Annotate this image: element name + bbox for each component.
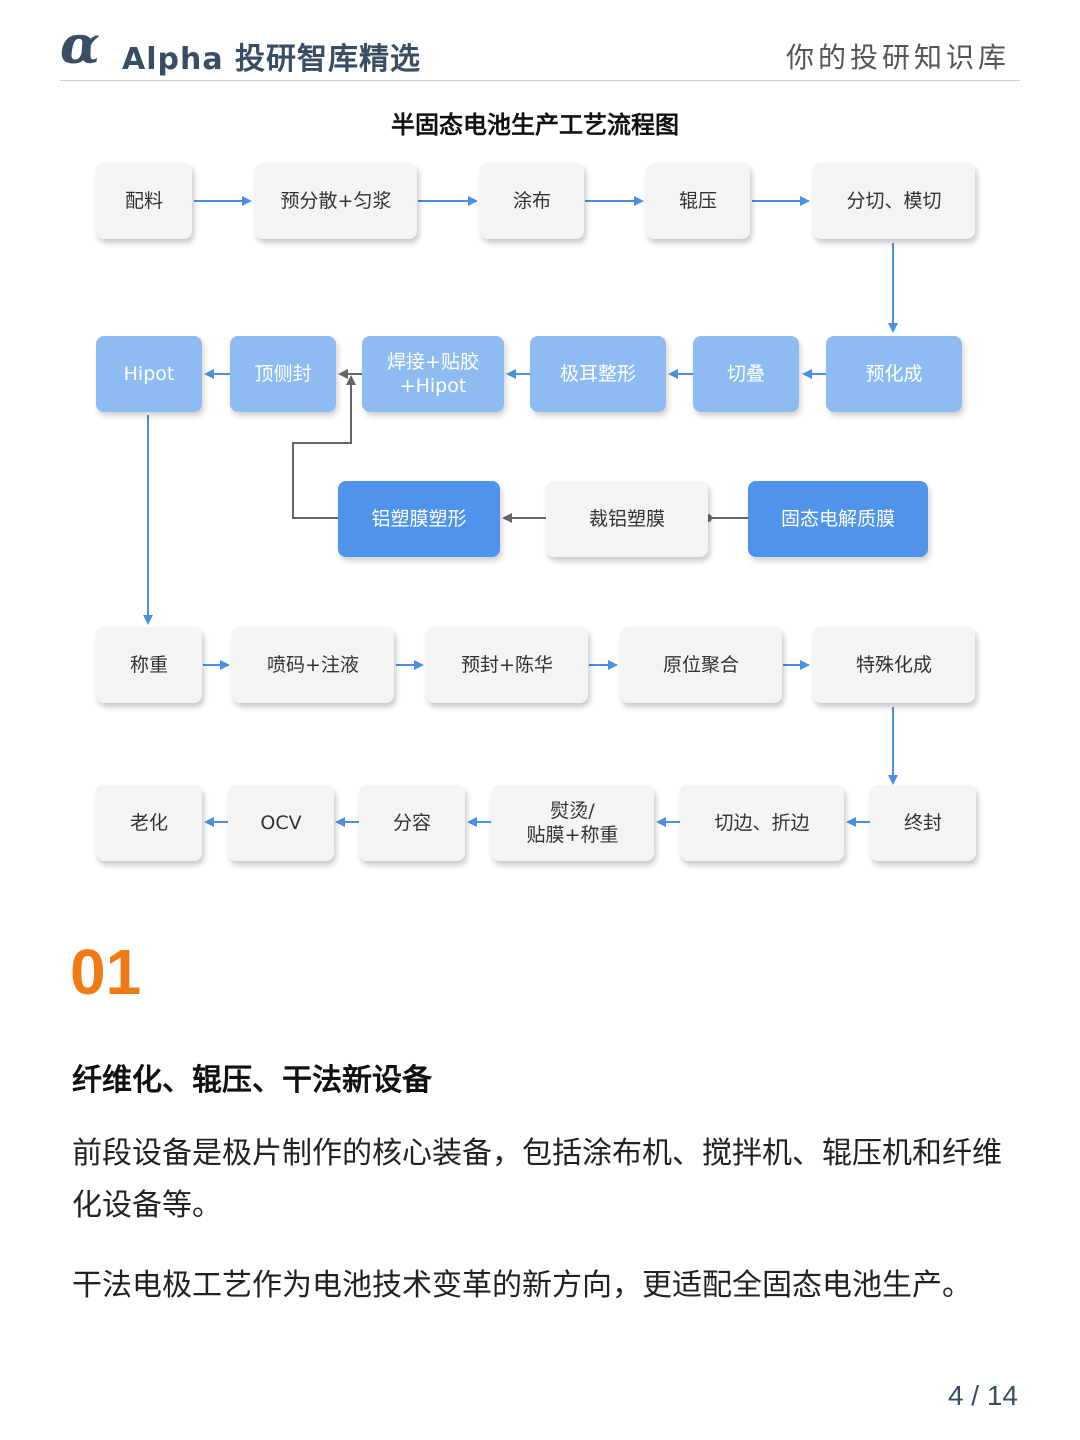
node-fenrong: 分容 [359,785,465,861]
node-teshu-huacheng: 特殊化成 [813,627,975,703]
process-flow-diagram: 半固态电池生产工艺流程图 [0,95,1080,895]
tagline: 你的投研知识库 [785,41,1010,74]
paragraph-1: 前段设备是极片制作的核心装备，包括涂布机、搅拌机、辊压机和纤维化设备等。 [72,1136,1002,1223]
arrow-r3-up [292,375,356,519]
node-yuhuacheng: 预化成 [826,336,962,412]
page-header: α Alpha 投研智库精选 你的投研知识库 [60,18,1020,81]
node-yufeng: 预封+陈华 [426,627,588,703]
node-ocv: OCV [228,785,334,861]
section-title: 纤维化、辊压、干法新设备 [72,1063,432,1098]
node-jier: 极耳整形 [530,336,666,412]
paragraph-2: 干法电极工艺作为电池技术变革的新方向，更适配全固态电池生产。 [72,1268,972,1303]
node-chengzhong: 称重 [96,627,202,703]
node-hanjie: 焊接+贴胶 +Hipot [362,336,504,412]
node-qiebian: 切边、折边 [680,785,844,861]
node-penma-zhuye: 喷码+注液 [232,627,394,703]
node-qiedie: 切叠 [693,336,799,412]
node-lvsumo-suxing: 铝塑膜塑形 [338,481,500,557]
node-yuntang: 熨烫/ 贴膜+称重 [491,785,654,861]
node-cai-lvsumo: 裁铝塑膜 [546,481,708,557]
flow-arrows [143,196,898,827]
node-hipot: Hipot [96,336,202,412]
node-yufensan: 预分散+匀浆 [255,163,417,239]
node-yuanwei-juhe: 原位聚合 [620,627,782,703]
brand-name: Alpha 投研智库精选 [122,42,422,77]
node-dingcefeng: 顶侧封 [230,336,336,412]
alpha-logo: α [60,15,101,76]
node-gunya-1: 辊压 [646,163,750,239]
diagram-title: 半固态电池生产工艺流程图 [391,111,679,139]
node-zhongfeng: 终封 [870,785,976,861]
node-tubu: 涂布 [480,163,584,239]
node-laohua: 老化 [96,785,202,861]
node-gutai-dianjiezhimo: 固态电解质膜 [748,481,928,557]
section-number: 01 [70,936,142,1008]
page-number: 4 / 14 [947,1380,1018,1411]
node-fenqie: 分切、模切 [813,163,975,239]
node-peiliao: 配料 [96,163,192,239]
